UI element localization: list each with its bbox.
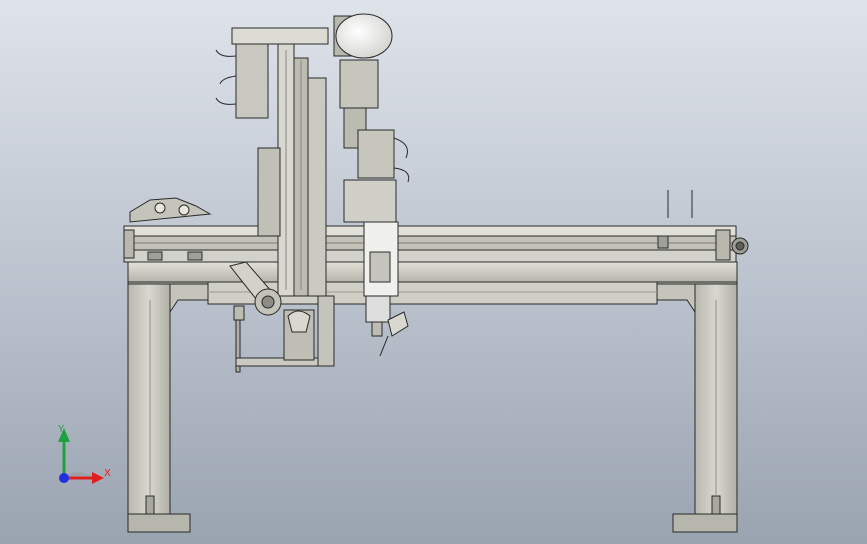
- side-motor: [357, 129, 410, 183]
- camera-assembly: [229, 261, 335, 373]
- cables: [215, 49, 693, 218]
- axis-triad-icon: [58, 428, 104, 484]
- cable-chain: [129, 197, 212, 223]
- main-beam: [127, 261, 738, 305]
- right-leg: [656, 261, 738, 533]
- top-motor: [333, 13, 393, 149]
- z-column: [231, 27, 329, 297]
- x-axis-rail: [123, 225, 749, 263]
- left-leg: [127, 261, 209, 533]
- tool-head: [343, 179, 409, 357]
- triad-y-label: Y: [57, 424, 65, 435]
- triad-x-label: X: [104, 468, 111, 479]
